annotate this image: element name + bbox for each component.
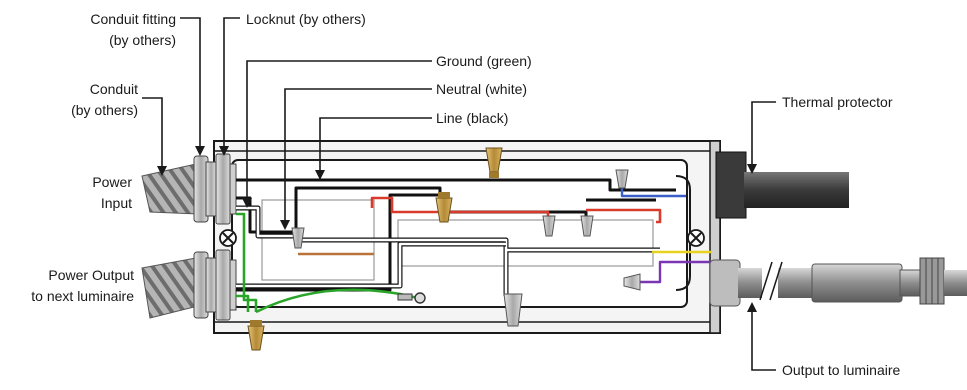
label-conduit-fitting-note: (by others)	[109, 32, 176, 48]
output-cable	[709, 257, 967, 307]
wire-purple	[634, 260, 712, 284]
label-power-input: Power	[92, 174, 132, 190]
conduit-input	[141, 163, 199, 215]
label-neutral: Neutral (white)	[436, 81, 527, 97]
label-ground: Ground (green)	[436, 53, 532, 69]
wire-nut-center	[435, 192, 453, 223]
cable-connector	[811, 263, 903, 303]
label-conduit-fitting: Conduit fitting	[90, 11, 176, 27]
wire-ground-green	[236, 212, 258, 312]
thermal-protector	[715, 151, 849, 219]
label-conduit-note: (by others)	[71, 102, 138, 118]
label-line: Line (black)	[436, 110, 508, 126]
label-conduit: Conduit	[90, 81, 138, 97]
wire-nut-bottom	[247, 320, 265, 351]
label-thermal-protector: Thermal protector	[782, 94, 893, 110]
arrowheads	[157, 146, 757, 312]
screw-right-icon	[687, 229, 705, 247]
wire-nut-grey-2	[542, 215, 556, 237]
enclosure	[213, 140, 721, 334]
locknut-input	[215, 153, 237, 225]
conduit-output	[141, 257, 199, 319]
screw-left-icon	[219, 229, 237, 247]
ground-lug-icon	[397, 292, 426, 304]
label-power-output-2: to next luminaire	[31, 288, 134, 304]
label-power-output: Power Output	[48, 267, 134, 283]
wire-nut-grey-1	[291, 227, 305, 249]
leader-lines	[142, 17, 776, 371]
label-output-to-luminaire: Output to luminaire	[782, 362, 900, 378]
label-locknut: Locknut (by others)	[246, 11, 366, 27]
wire-nut-top	[485, 147, 503, 178]
enclosure-end-plate	[709, 140, 721, 334]
wire-nut-grey-6	[623, 273, 641, 291]
wire-nut-grey-3	[580, 215, 594, 237]
wire-red	[370, 196, 550, 218]
wire-nut-grey-4	[615, 169, 629, 189]
wire-nut-grey-5	[503, 293, 523, 327]
label-power-input-2: Input	[101, 195, 132, 211]
conduit-fitting-output	[193, 251, 217, 319]
conduit-fitting-input	[193, 155, 217, 223]
locknut-output	[215, 249, 237, 321]
wire-line-black	[236, 178, 676, 192]
